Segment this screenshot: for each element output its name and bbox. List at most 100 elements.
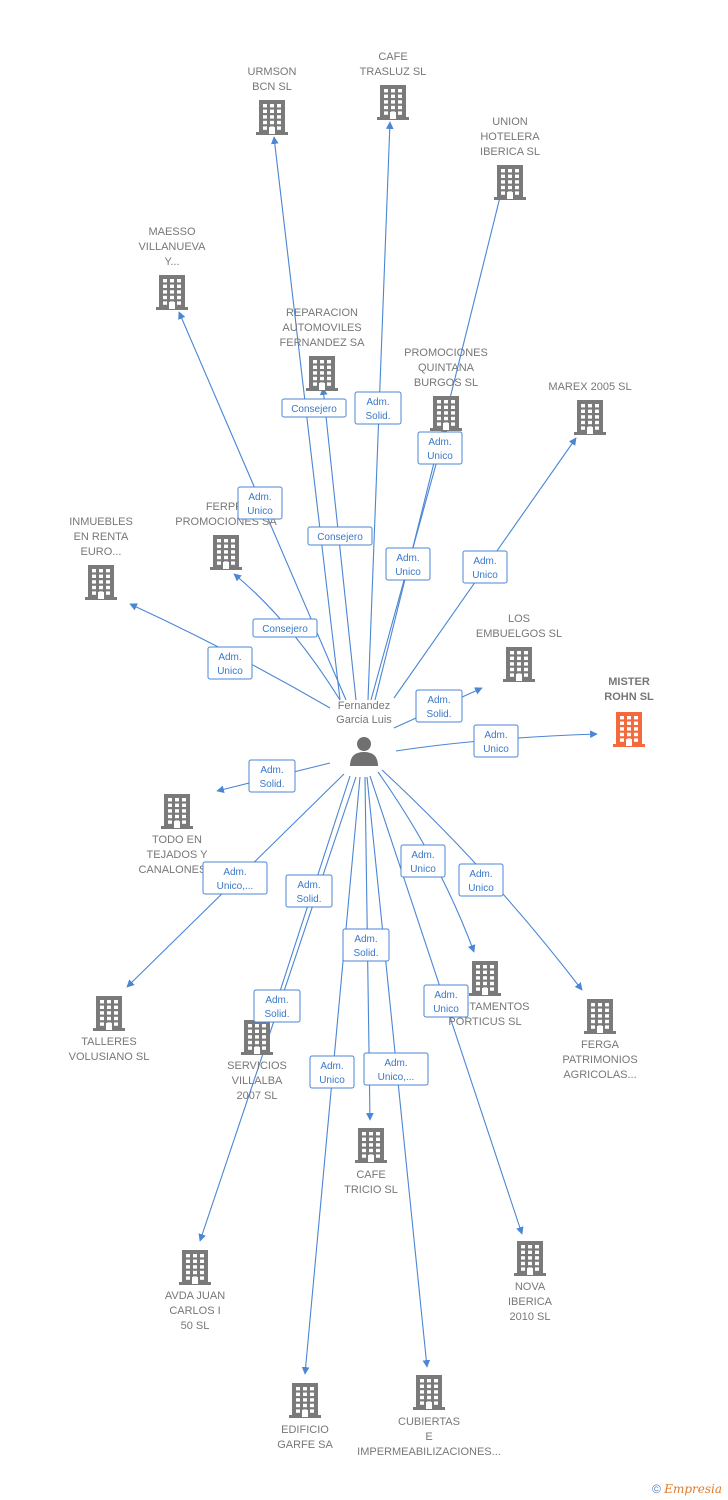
- role-text-line: Adm.: [469, 869, 492, 880]
- role-box: [417, 431, 463, 465]
- edge-role-label-ferga[interactable]: Adm.Unico: [458, 863, 504, 897]
- building-icon: [306, 356, 338, 391]
- company-label-line: REPARACION: [286, 307, 358, 319]
- edge-role-label-ferpri[interactable]: Consejero: [252, 618, 318, 638]
- company-label-line: IBERICA SL: [480, 146, 540, 158]
- building-icon: [289, 1383, 321, 1418]
- company-node-cubiertas[interactable]: CUBIERTASEIMPERMEABILIZACIONES...: [357, 1375, 501, 1458]
- building-icon: [85, 565, 117, 600]
- role-box: [202, 861, 268, 895]
- company-label-line: BCN SL: [252, 81, 292, 93]
- edge-role-label-servicios-villalba[interactable]: Adm. Solid.: [285, 874, 333, 908]
- building-icon: [377, 85, 409, 120]
- company-label-line: TRICIO SL: [344, 1184, 398, 1196]
- role-text-line: Unico: [247, 506, 273, 517]
- role-text-line: Unico: [472, 570, 498, 581]
- company-label-line: Y...: [164, 256, 179, 268]
- edge-role-label-todo-en-tejados[interactable]: Adm.Solid.: [248, 759, 296, 793]
- building-icon: [93, 996, 125, 1031]
- company-label-line: URMSON: [248, 66, 297, 78]
- company-label-line: CANALONES...: [138, 864, 215, 876]
- edge-role-label-los-embuelgos[interactable]: Adm.Solid.: [415, 689, 463, 723]
- building-icon: [241, 1020, 273, 1055]
- role-text-line: Adm.: [411, 850, 434, 861]
- company-label-line: BURGOS SL: [414, 377, 478, 389]
- role-box: [252, 618, 318, 638]
- company-label-line: VILLALBA: [232, 1075, 283, 1087]
- edge-role-label-maesso[interactable]: Adm. Unico: [237, 486, 283, 520]
- company-label-line: EN RENTA: [74, 531, 129, 543]
- company-label-line: IBERICA: [508, 1296, 553, 1308]
- role-text-line: Adm.: [384, 1058, 407, 1069]
- company-label-line: CUBIERTAS: [398, 1416, 460, 1428]
- company-node-maesso[interactable]: MAESSOVILLANUEVAY...: [138, 226, 206, 310]
- company-label-line: PATRIMONIOS: [562, 1054, 637, 1066]
- building-icon: [210, 535, 242, 570]
- company-node-reparacion[interactable]: REPARACION AUTOMOVILES FERNANDEZ SA: [280, 307, 366, 391]
- company-label-line: AGRICOLAS...: [563, 1069, 636, 1081]
- edge-role-label-cafe-trasluz[interactable]: Adm.Solid.: [354, 391, 402, 425]
- edge-role-label-cubiertas[interactable]: Adm.Unico,...: [363, 1052, 429, 1086]
- edge-role-label-apartamentos[interactable]: Adm. Unico: [400, 844, 446, 878]
- company-label-line: E: [425, 1431, 432, 1443]
- edge-role-label-union-hotelera[interactable]: Adm.Unico: [417, 431, 463, 465]
- role-box: [423, 984, 469, 1018]
- company-label-line: MISTER: [608, 676, 650, 688]
- company-label-line: TODO EN: [152, 834, 202, 846]
- edge-role-label-urmson[interactable]: Consejero: [281, 398, 347, 418]
- role-text-line: Adm.: [223, 867, 246, 878]
- role-box: [415, 689, 463, 723]
- role-text-line: Unico: [395, 567, 421, 578]
- role-text-line: Solid.: [296, 894, 321, 905]
- edge-role-label-promociones-quintana[interactable]: Adm.Unico: [385, 547, 431, 581]
- edge-role-label-marex[interactable]: Adm. Unico: [462, 550, 508, 584]
- edge-role-label-talleres[interactable]: Adm.Unico,...: [202, 861, 268, 895]
- role-box: [207, 646, 253, 680]
- company-label-line: EMBUELGOS SL: [476, 628, 562, 640]
- role-text-line: Consejero: [291, 404, 337, 415]
- company-label-line: FERNANDEZ SA: [280, 337, 366, 349]
- role-text-line: Adm.: [265, 995, 288, 1006]
- edge-role-label-avda-juan[interactable]: Adm.Solid.: [253, 989, 301, 1023]
- role-box: [285, 874, 333, 908]
- edge-role-label-cafe-tricio[interactable]: Adm.Solid.: [342, 928, 390, 962]
- company-node-mister-rohn[interactable]: MISTER ROHN SL: [604, 676, 654, 747]
- role-text-line: Adm.: [354, 934, 377, 945]
- company-label-line: CARLOS I: [169, 1305, 220, 1317]
- building-icon: [584, 999, 616, 1034]
- company-node-urmson[interactable]: URMSON BCN SL: [248, 66, 297, 135]
- edge-role-label-edificio-garfe[interactable]: Adm.Unico: [309, 1055, 355, 1089]
- company-label-line: ROHN SL: [604, 691, 654, 703]
- role-box: [462, 550, 508, 584]
- edge-role-label-reparacion[interactable]: Consejero: [307, 526, 373, 546]
- role-text-line: Adm.: [248, 492, 271, 503]
- edge-role-label-nova-iberica[interactable]: Adm.Unico: [423, 984, 469, 1018]
- role-text-line: Adm.: [428, 437, 451, 448]
- company-node-marex[interactable]: MAREX 2005 SL: [548, 381, 632, 435]
- role-text-line: Adm.: [473, 556, 496, 567]
- company-label-line: MAREX 2005 SL: [548, 381, 631, 393]
- role-text-line: Consejero: [262, 624, 308, 635]
- company-label-line: VILLANUEVA: [138, 241, 206, 253]
- company-node-ferga[interactable]: FERGAPATRIMONIOSAGRICOLAS...: [562, 999, 638, 1081]
- company-label-line: CAFE: [378, 51, 407, 63]
- role-text-line: Unico: [410, 864, 436, 875]
- company-label-line: AUTOMOVILES: [282, 322, 361, 334]
- footer-brand[interactable]: © Empresia: [652, 1482, 722, 1496]
- role-text-line: Adm.: [297, 880, 320, 891]
- edge-role-label-inmuebles[interactable]: Adm.Unico: [207, 646, 253, 680]
- edge-role-label-mister-rohn[interactable]: Adm.Unico: [473, 724, 519, 758]
